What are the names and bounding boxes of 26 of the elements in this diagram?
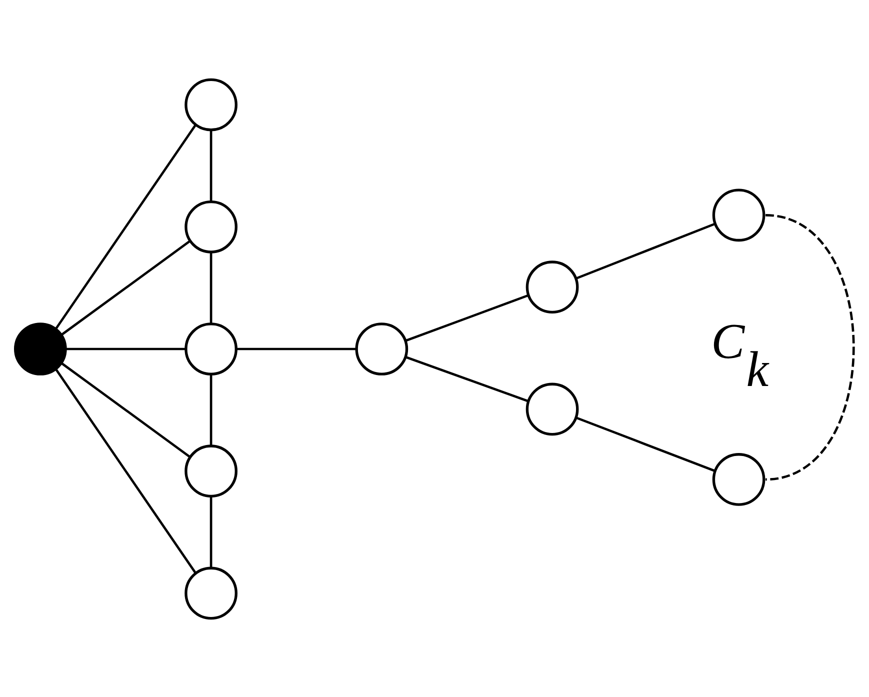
node-circle <box>14 322 67 375</box>
connector <box>210 374 212 446</box>
connector <box>54 368 196 574</box>
node-circle <box>712 452 766 506</box>
connector <box>66 347 186 350</box>
connector <box>54 124 196 330</box>
connector <box>210 130 212 202</box>
connector <box>765 214 855 480</box>
connector <box>406 294 529 342</box>
connector <box>60 362 191 458</box>
node-circle <box>712 188 766 242</box>
connector <box>60 240 191 336</box>
node-circle <box>184 566 238 620</box>
node-circle <box>184 78 238 131</box>
connector <box>236 347 356 350</box>
node-circle <box>184 444 238 498</box>
node-circle <box>184 322 238 375</box>
node-circle <box>184 200 238 253</box>
connector <box>210 252 212 324</box>
connector <box>576 416 716 472</box>
node-circle <box>526 382 579 436</box>
node-circle <box>355 322 408 375</box>
node-circle <box>526 260 579 314</box>
connector <box>406 356 529 402</box>
connector <box>210 496 212 568</box>
connector <box>576 222 716 279</box>
